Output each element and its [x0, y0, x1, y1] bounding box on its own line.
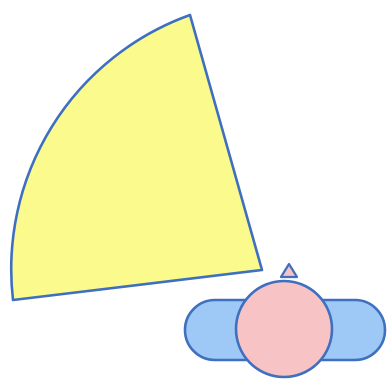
person-top-view — [185, 264, 385, 377]
person-nose-pointer — [281, 264, 297, 277]
person-head — [236, 281, 332, 377]
field-of-view-sector — [11, 15, 262, 300]
